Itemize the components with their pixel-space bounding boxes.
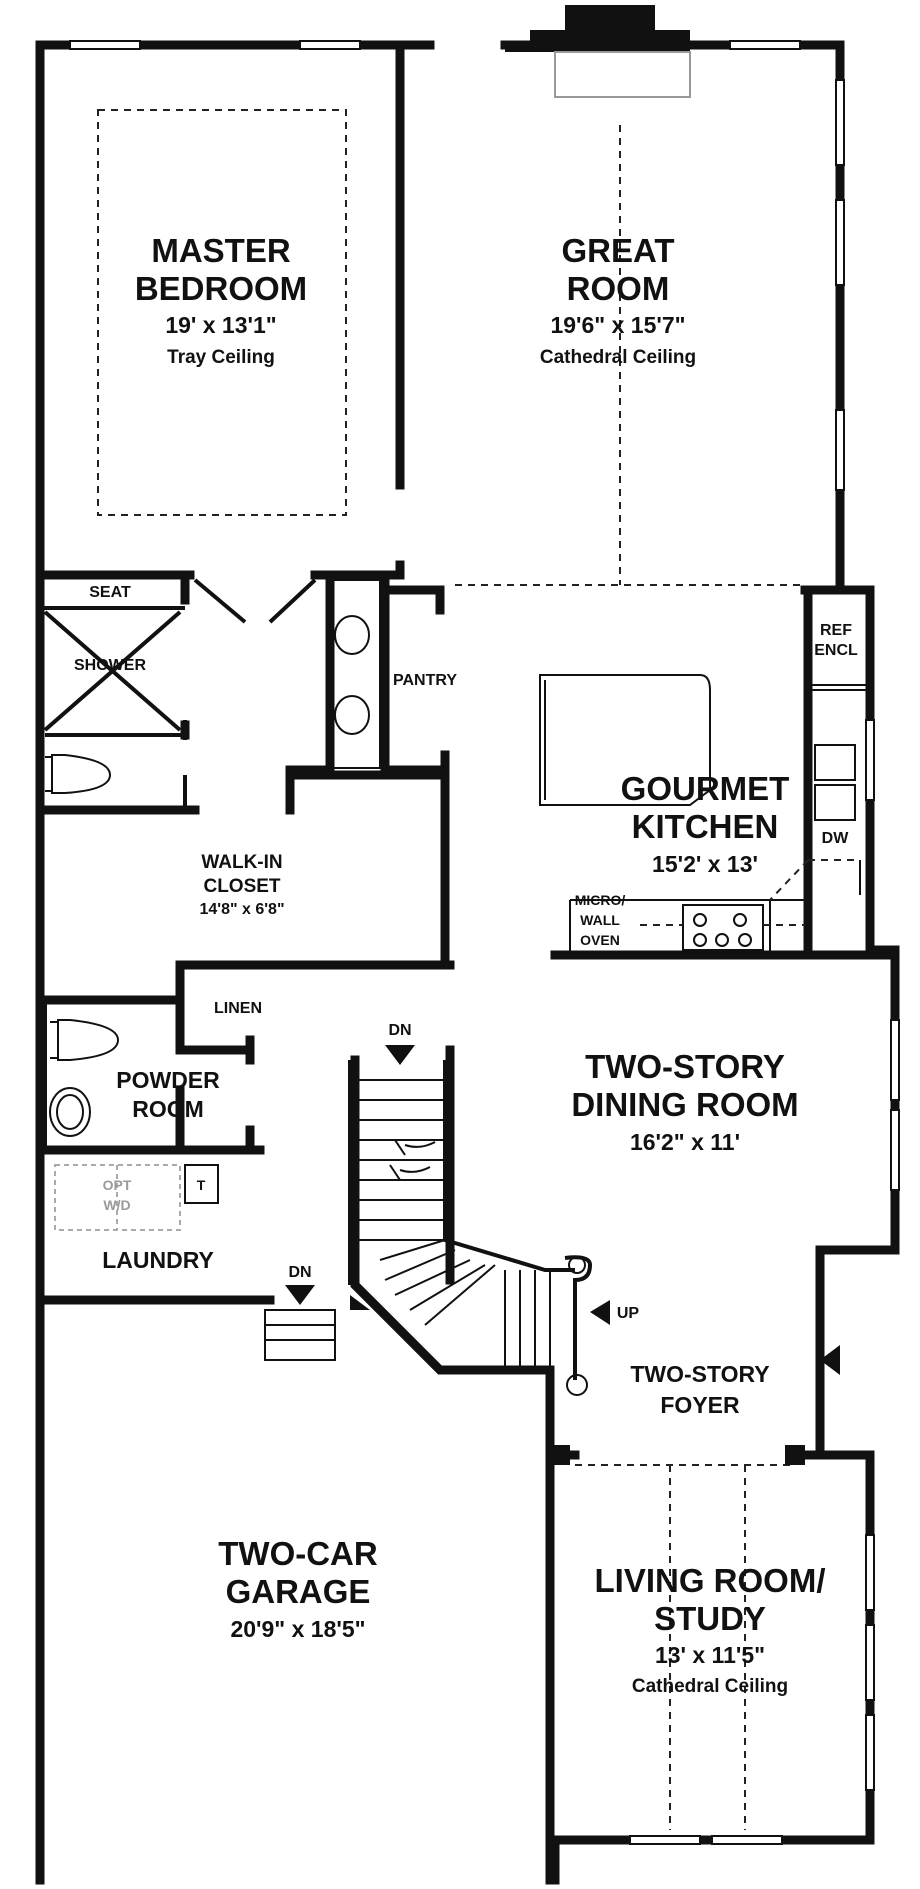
dn-main-label: DN (388, 1022, 411, 1039)
master-bedroom-size: 19' x 13'1" (165, 312, 276, 338)
living-ceiling: Cathedral Ceiling (632, 1676, 788, 1697)
micro-oven-line3: OVEN (580, 932, 620, 948)
ceiling-lines (97, 109, 805, 1830)
living-columns (550, 1445, 805, 1465)
interior-walls (35, 40, 895, 1460)
kitchen-fixtures (539, 589, 869, 955)
garage-name-1: TWO-CAR (218, 1535, 378, 1572)
closet-size: 14'8" x 6'8" (199, 901, 284, 918)
entry-arrow-icon (820, 1345, 840, 1375)
master-bath (42, 579, 381, 810)
micro-oven-line1: MICRO/ (575, 892, 626, 908)
foyer-name-2: FOYER (660, 1392, 740, 1418)
great-room-name-2: ROOM (567, 270, 670, 307)
opt-wd-line2: W/D (103, 1197, 130, 1213)
kitchen-size: 15'2' x 13' (652, 851, 758, 877)
pantry-label: PANTRY (393, 672, 457, 689)
dining-name-1: TWO-STORY (585, 1048, 785, 1085)
powder-fixtures (43, 1000, 265, 1155)
kitchen-name-2: KITCHEN (632, 808, 779, 845)
closet-name-1: WALK-IN (201, 852, 282, 873)
master-bedroom-name-1: MASTER (151, 232, 291, 269)
stair-labels: DN UP DN (288, 1022, 639, 1322)
laundry-fixtures (54, 1164, 219, 1231)
dining-size: 16'2" x 11' (630, 1129, 740, 1155)
linen-label: LINEN (214, 1000, 262, 1017)
powder-name-2: ROOM (132, 1096, 204, 1122)
dw-label: DW (822, 830, 850, 847)
garage-steps (264, 1309, 336, 1361)
living-size: 13' x 11'5" (655, 1642, 765, 1668)
kitchen-name-1: GOURMET (621, 770, 790, 807)
dining-name-2: DINING ROOM (571, 1086, 798, 1123)
fireplace (505, 5, 691, 98)
master-bedroom-name-2: BEDROOM (135, 270, 307, 307)
up-arrow-icon (590, 1300, 610, 1325)
windows-great-room (629, 79, 900, 1845)
foyer-name-1: TWO-STORY (630, 1361, 769, 1387)
stair-arrows (285, 1045, 840, 1375)
windows-top (69, 40, 801, 50)
ref-encl-line1: REF (820, 622, 852, 639)
shower-label: SHOWER (74, 657, 146, 674)
opt-wd-line1: OPT (103, 1177, 132, 1193)
powder-name-1: POWDER (116, 1067, 220, 1093)
micro-oven-line2: WALL (580, 912, 620, 928)
laundry-label: LAUNDRY (102, 1247, 214, 1273)
dn-garage-label: DN (288, 1264, 311, 1281)
seat-label: SEAT (89, 584, 131, 601)
closet-name-2: CLOSET (203, 876, 280, 897)
master-bedroom-ceiling: Tray Ceiling (167, 347, 275, 368)
great-room-ceiling: Cathedral Ceiling (540, 347, 696, 368)
living-name-2: STUDY (654, 1600, 766, 1637)
up-label: UP (617, 1305, 640, 1322)
great-room-name-1: GREAT (561, 232, 674, 269)
t-label: T (197, 1177, 206, 1193)
ref-encl-line2: ENCL (814, 642, 858, 659)
great-room-size: 19'6" x 15'7" (550, 312, 685, 338)
garage-size: 20'9" x 18'5" (230, 1616, 365, 1642)
living-name-1: LIVING ROOM/ (595, 1562, 826, 1599)
main-stair (348, 1060, 593, 1396)
master-doors (193, 578, 317, 624)
garage-name-2: GARAGE (226, 1573, 371, 1610)
dn-garage-arrow-icon (285, 1285, 315, 1305)
room-labels: MASTER BEDROOM 19' x 13'1" Tray Ceiling … (74, 232, 858, 1697)
dn-arrow-icon (385, 1045, 415, 1065)
